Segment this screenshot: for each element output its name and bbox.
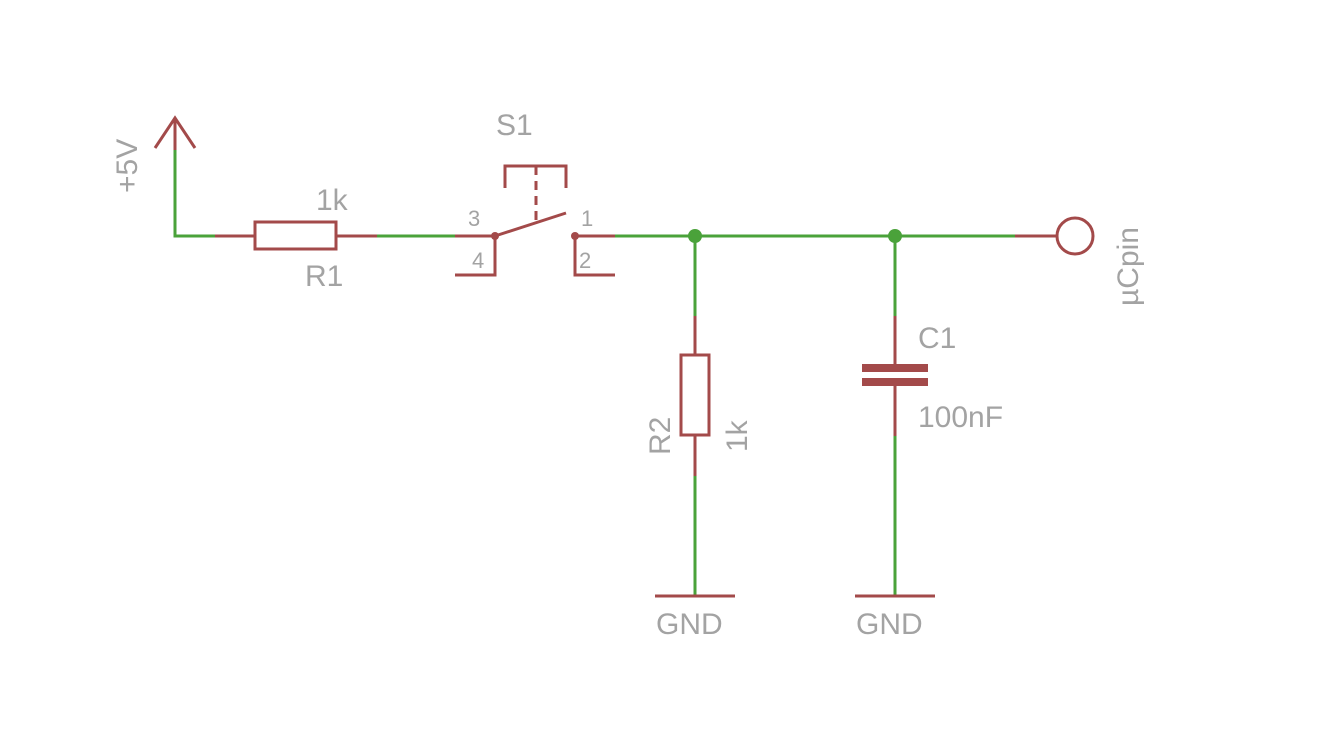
junction-c1-node: [888, 229, 902, 243]
resistor-r2: R2 1k: [644, 316, 754, 476]
resistor-r1: 1k R1: [215, 184, 377, 293]
capacitor-c1: C1 100nF: [862, 316, 1003, 436]
r2-body: [679, 353, 711, 437]
r2-value: 1k: [721, 419, 754, 452]
s1-pin-4: 4: [472, 248, 484, 273]
supply-label: +5V: [111, 139, 144, 193]
ground-left-label: GND: [656, 608, 723, 641]
ground-right: GND: [855, 594, 935, 641]
r1-body: [253, 220, 338, 251]
s1-pin-2: 2: [579, 248, 591, 273]
junction-r2-node: [688, 229, 702, 243]
r1-name: R1: [305, 260, 343, 293]
output-label: µCpin: [1112, 227, 1145, 306]
s1-lever: [494, 211, 567, 238]
s1-lead-2: [573, 236, 615, 277]
s1-pin-3: 3: [468, 206, 480, 231]
ground-left: GND: [655, 594, 735, 641]
c1-plate-top: [862, 364, 928, 372]
s1-pin-1: 1: [581, 206, 593, 231]
s1-name: S1: [496, 109, 533, 142]
c1-name: C1: [918, 322, 956, 355]
supply-symbol: +5V: [111, 115, 197, 193]
supply-arrow-icon: [153, 115, 197, 150]
c1-plate-bottom: [862, 378, 928, 386]
switch-s1: S1 3 1 4 2: [455, 109, 615, 277]
wire-supply-to-r1: [173, 150, 215, 238]
wires: [173, 150, 1015, 596]
r2-name: R2: [644, 417, 677, 455]
r1-value: 1k: [316, 184, 349, 217]
output-connector-icon: [1055, 216, 1095, 256]
output-pin: µCpin: [1015, 216, 1145, 306]
ground-right-label: GND: [856, 608, 923, 641]
s1-lead-4: [455, 236, 497, 277]
c1-value: 100nF: [918, 401, 1003, 434]
